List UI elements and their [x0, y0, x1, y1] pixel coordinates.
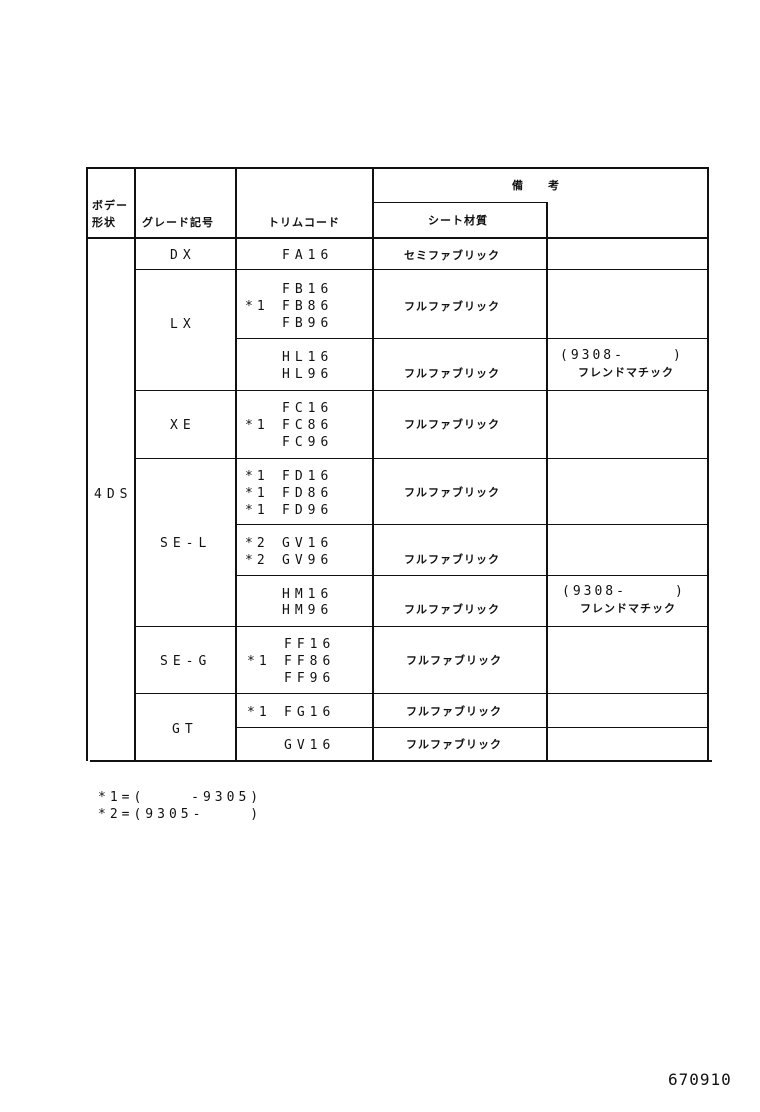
header-remarks: 備 考	[512, 179, 560, 192]
footnote-2: *2=(9305- )	[98, 807, 263, 822]
header-grade: グレード記号	[142, 216, 214, 229]
header-bottom	[86, 237, 708, 239]
trim-code: GV96	[282, 553, 334, 568]
table-border	[90, 760, 712, 762]
row-divider	[134, 626, 708, 627]
grade-label: XE	[170, 418, 196, 433]
footnote-mark: *1	[245, 418, 269, 433]
remark-period: (9308- )	[560, 348, 684, 363]
row-divider	[134, 693, 708, 694]
row-divider	[235, 575, 708, 576]
trim-code: HL96	[282, 367, 334, 382]
remark-text: フレンドマチック	[578, 366, 674, 379]
trim-code: FD86	[282, 486, 334, 501]
header-body-shape-1: ボデー	[92, 199, 128, 212]
trim-code: FB96	[282, 316, 334, 331]
footnote-1: *1=( -9305)	[98, 790, 263, 805]
footnote-mark: *2	[245, 553, 269, 568]
trim-code: FF86	[284, 654, 336, 669]
column-divider	[134, 167, 136, 761]
trim-code: FB86	[282, 299, 334, 314]
seat-material: フルファブリック	[406, 654, 502, 667]
trim-code: FA16	[282, 248, 334, 263]
body-type: 4DS	[94, 487, 133, 502]
footnote-mark: *1	[247, 705, 271, 720]
header-trim-code: トリムコード	[268, 216, 340, 229]
seat-material: フルファブリック	[404, 603, 500, 616]
header-body-shape-2: 形状	[92, 216, 116, 229]
grade-label: SE-G	[160, 654, 212, 669]
row-divider	[235, 524, 708, 525]
seat-material: フルファブリック	[404, 418, 500, 431]
remark-period: (9308- )	[562, 584, 686, 599]
header-divider	[372, 202, 548, 203]
row-divider	[235, 338, 708, 339]
seat-material: フルファブリック	[404, 367, 500, 380]
seat-material: フルファブリック	[404, 300, 500, 313]
seat-material: セミファブリック	[404, 249, 500, 262]
seat-material: フルファブリック	[404, 486, 500, 499]
table-border	[86, 167, 708, 169]
trim-code: FC96	[282, 435, 334, 450]
footnote-mark: *1	[245, 486, 269, 501]
trim-code: FC86	[282, 418, 334, 433]
row-divider	[235, 727, 708, 728]
remark-text: フレンドマチック	[580, 602, 676, 615]
grade-label: SE-L	[160, 536, 212, 551]
footnote-mark: *2	[245, 536, 269, 551]
grade-label: DX	[170, 248, 196, 263]
footnote-mark: *1	[245, 299, 269, 314]
column-divider	[372, 167, 374, 761]
trim-code: HL16	[282, 350, 334, 365]
trim-code: FD16	[282, 469, 334, 484]
table-border	[86, 167, 88, 761]
trim-code: FB16	[282, 282, 334, 297]
footnote-mark: *1	[247, 654, 271, 669]
trim-code: GV16	[284, 738, 336, 753]
trim-code: FF96	[284, 671, 336, 686]
trim-code: HM16	[282, 587, 334, 602]
footnote-mark: *1	[245, 503, 269, 518]
row-divider	[134, 458, 708, 459]
grade-label: GT	[172, 722, 198, 737]
trim-code: GV16	[282, 536, 334, 551]
trim-code: FG16	[284, 705, 336, 720]
table-border	[707, 167, 709, 761]
header-seat-material: シート材質	[428, 214, 488, 227]
row-divider	[134, 390, 708, 391]
grade-label: LX	[170, 317, 196, 332]
seat-material: フルファブリック	[406, 705, 502, 718]
footnote-mark: *1	[245, 469, 269, 484]
seat-material: フルファブリック	[406, 738, 502, 751]
seat-material: フルファブリック	[404, 553, 500, 566]
trim-code: FC16	[282, 401, 334, 416]
row-divider	[134, 269, 708, 270]
column-divider	[235, 167, 237, 761]
column-divider	[546, 202, 548, 761]
trim-code: FD96	[282, 503, 334, 518]
trim-code: HM96	[282, 603, 334, 618]
trim-code: FF16	[284, 637, 336, 652]
page-number: 670910	[668, 1070, 732, 1089]
